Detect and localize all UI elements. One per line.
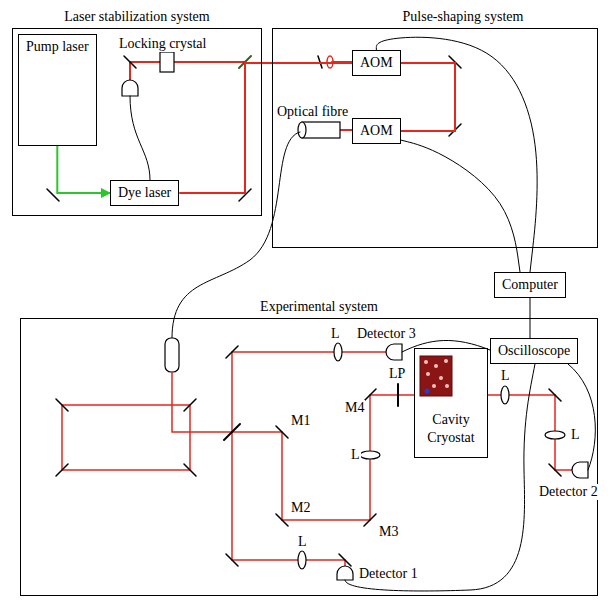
node-label: Oscilloscope <box>498 342 570 360</box>
sample-dot <box>424 360 428 364</box>
component-label: L <box>330 326 341 342</box>
modulator-box: AOM <box>352 50 401 76</box>
laser-beam <box>179 63 352 193</box>
node-label: AOM <box>360 54 393 72</box>
laser-beam <box>57 146 110 193</box>
laser-box: Pump laser <box>18 34 97 146</box>
part-label: Locking crystal <box>118 36 207 52</box>
laser-beam <box>232 432 345 566</box>
photodetector <box>572 462 588 478</box>
component-label: M3 <box>378 524 399 540</box>
sample-dot <box>445 384 449 388</box>
system-panel: Experimental systemOscilloscopeCavityCry… <box>20 318 598 596</box>
photodetector <box>122 80 138 96</box>
photodetector <box>337 566 353 580</box>
component-label: LP <box>388 366 406 382</box>
part-label: Optical fibre <box>276 104 349 120</box>
mirror <box>124 56 136 68</box>
modulator-box: AOM <box>352 118 401 144</box>
quantum-dot <box>425 389 430 394</box>
part-label: Detector 2 <box>538 484 599 500</box>
signal-wire <box>130 96 150 180</box>
beam-splitter <box>224 424 240 440</box>
node-label: Cavity <box>415 411 487 429</box>
cryostat-box: CavityCryostat <box>414 348 488 458</box>
lens <box>298 551 306 569</box>
polarizer <box>397 384 399 406</box>
panel-heading: Pulse-shaping system <box>301 8 613 26</box>
sample-dot <box>432 384 436 388</box>
lens <box>360 451 380 459</box>
component-label: L <box>570 427 581 443</box>
part-label: Detector 3 <box>356 326 417 342</box>
computer-box: Computer <box>494 272 566 298</box>
locking-crystal <box>160 52 174 72</box>
delay-loop <box>62 405 190 470</box>
laser-beam <box>130 62 245 84</box>
laser-beam <box>340 129 352 131</box>
component-label: L <box>500 368 511 384</box>
instrument-box: Oscilloscope <box>490 338 578 364</box>
laser-beam <box>232 352 386 432</box>
sample-texture <box>424 359 449 388</box>
laser-beam <box>401 63 455 131</box>
laser-beam <box>172 372 414 520</box>
lens <box>334 343 342 361</box>
component-label: L <box>297 534 308 550</box>
sample-dot <box>426 372 430 376</box>
system-panel: Laser stabilization systemPump laserDye … <box>12 28 262 216</box>
panel-heading: Experimental system <box>31 298 607 316</box>
fibre-collimator <box>165 338 179 372</box>
panel-heading: Laser stabilization system <box>13 8 261 26</box>
mirror <box>226 346 561 566</box>
photodetector <box>386 344 402 360</box>
sample-dot <box>444 359 448 363</box>
sample-dot <box>434 364 438 368</box>
laser-box: Dye laser <box>110 180 179 206</box>
node-sublabel: Cryostat <box>415 429 487 447</box>
sample-dot <box>439 376 443 380</box>
component-label: M2 <box>290 500 311 516</box>
part-label: Detector 1 <box>358 566 419 582</box>
laser-beam <box>488 395 572 470</box>
lens <box>501 386 509 404</box>
node-label: Dye laser <box>118 184 171 202</box>
node-label: Computer <box>502 276 558 294</box>
node-label: AOM <box>360 122 393 140</box>
lens <box>545 431 565 439</box>
fibre-end <box>298 122 306 138</box>
component-label: M1 <box>290 413 311 429</box>
fibre-coupler <box>302 122 340 138</box>
cavity-sample <box>420 356 452 396</box>
signal-cable <box>401 140 520 272</box>
component-label: M4 <box>344 400 365 416</box>
signal-wire <box>402 340 490 352</box>
signal-wire <box>568 364 595 470</box>
component-label: L <box>350 447 361 463</box>
mirror <box>56 399 196 476</box>
system-panel: Pulse-shaping systemAOMAOM <box>272 28 598 248</box>
signal-wire <box>345 364 535 591</box>
node-label: Pump laser <box>26 38 89 56</box>
